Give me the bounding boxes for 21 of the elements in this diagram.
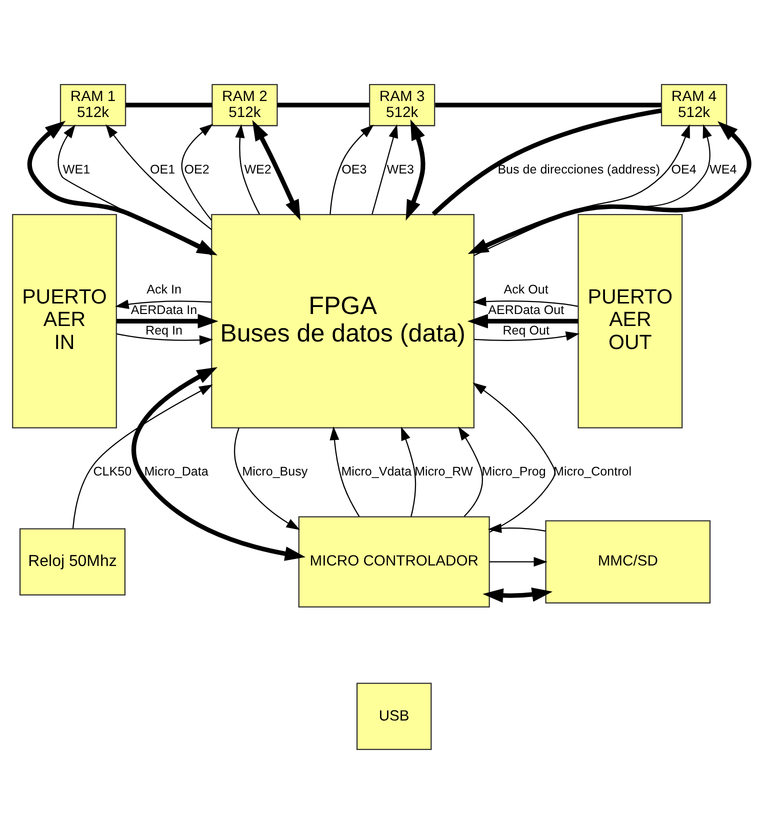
edge-label: Micro_Vdata bbox=[341, 464, 412, 479]
edge-label: WE1 bbox=[62, 162, 90, 176]
edge-label: CLK50 bbox=[93, 464, 132, 479]
edge-label: Micro_Prog bbox=[482, 464, 546, 479]
edge-label: OE2 bbox=[184, 162, 210, 176]
edge-label: OE3 bbox=[342, 162, 367, 176]
edge-label: Req Out bbox=[502, 324, 550, 338]
edge-label: Bus de direcciones (address) bbox=[498, 162, 660, 176]
edge-label: WE4 bbox=[710, 162, 737, 176]
edge-label: AERData In bbox=[130, 303, 198, 318]
edge-label: OE4 bbox=[671, 162, 696, 176]
edge-label: Ack Out bbox=[504, 282, 548, 297]
edge-label: Req In bbox=[146, 324, 182, 338]
edge-label: OE1 bbox=[150, 162, 176, 176]
edge-label: Micro_RW bbox=[414, 464, 473, 479]
edge-label: AERData Out bbox=[488, 303, 564, 318]
edge-label: WE3 bbox=[386, 162, 414, 176]
edge-label: Micro_Busy bbox=[242, 464, 308, 479]
edge-label: Ack In bbox=[146, 282, 182, 297]
edge-label: WE2 bbox=[244, 162, 272, 176]
edge-label: Micro_Data bbox=[144, 464, 208, 479]
